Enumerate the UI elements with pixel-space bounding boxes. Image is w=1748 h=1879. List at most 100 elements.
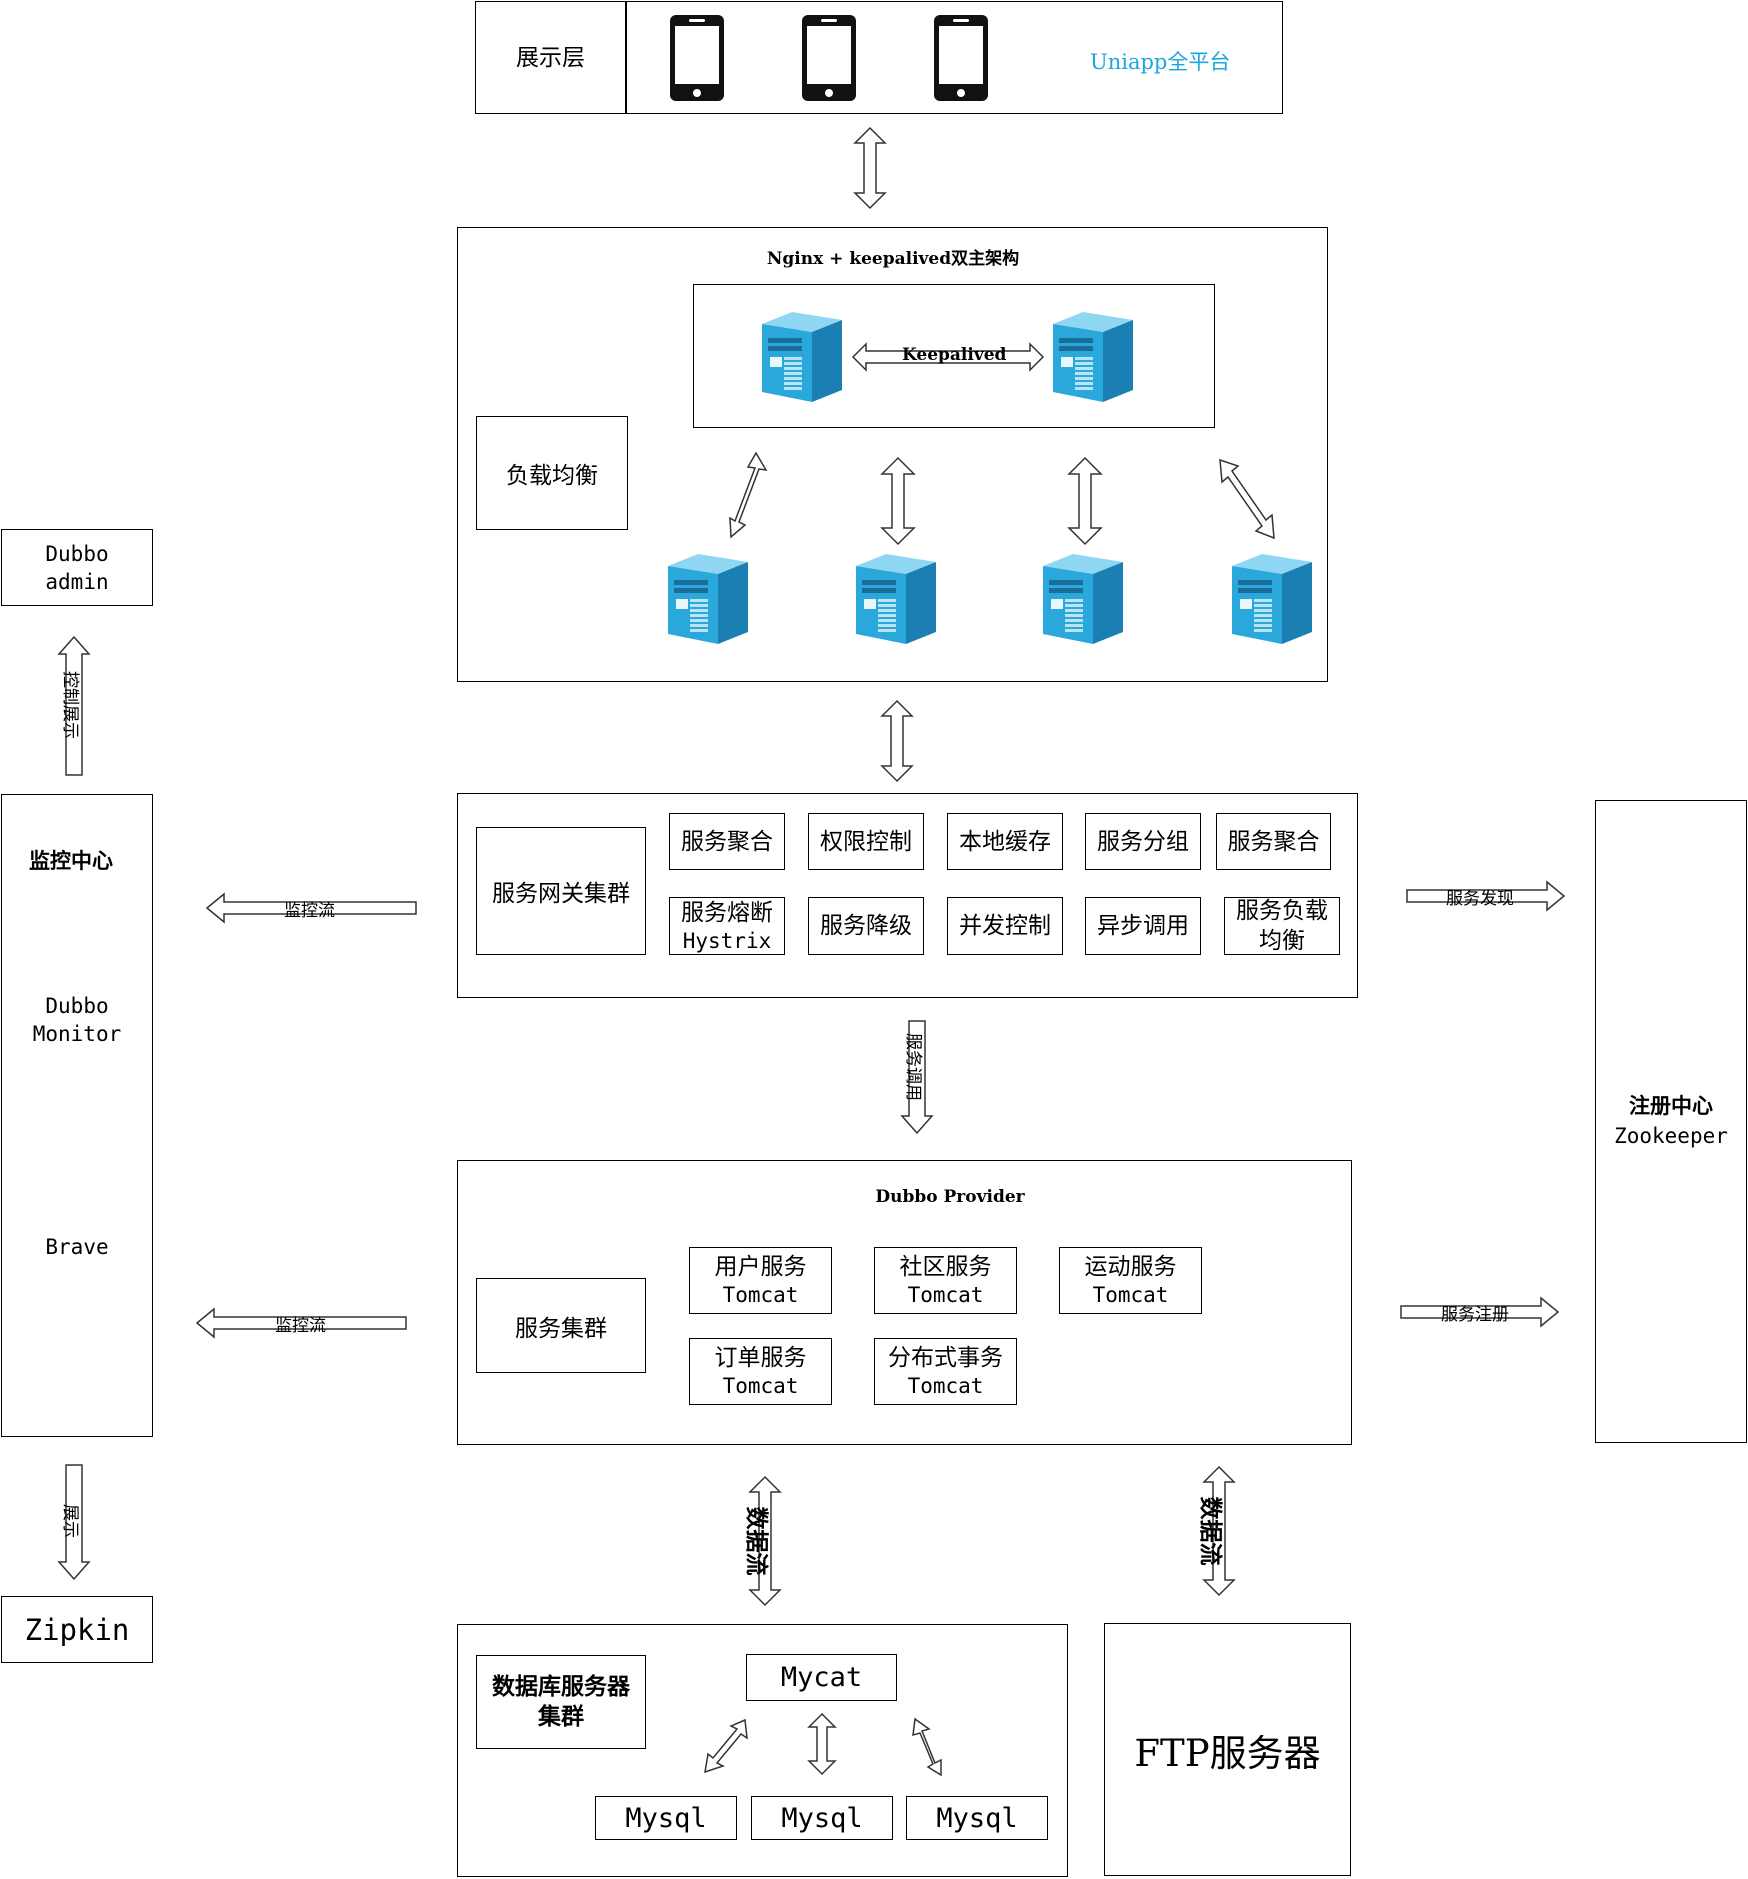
mysql-label: Mysql (936, 1802, 1018, 1834)
registry-line2: Zookeeper (1614, 1124, 1728, 1148)
display-label: 展示 (60, 1504, 80, 1538)
double-arrow-icon (704, 1718, 748, 1774)
monitor-center-title: 监控中心 (29, 848, 113, 873)
cell-sublabel: Hystrix (682, 928, 772, 953)
double-arrow-icon (807, 1712, 837, 1776)
mysql-label: Mysql (625, 1802, 707, 1834)
right-arrow-icon (1406, 880, 1566, 912)
service-cell: 用户服务 Tomcat (689, 1247, 832, 1314)
presentation-divider (625, 1, 627, 114)
monitor-center-box (1, 794, 153, 1437)
cell-label: 并发控制 (959, 913, 1051, 939)
down-arrow-icon (57, 1464, 91, 1581)
server-icon (856, 554, 936, 644)
service-cell: 订单服务 Tomcat (689, 1338, 832, 1405)
phone-icon (933, 14, 989, 102)
gateway-cell: 服务分组 (1085, 813, 1201, 870)
service-name: 用户服务 (714, 1254, 807, 1280)
cell-label: 服务分组 (1097, 828, 1189, 855)
service-discovery-label: 服务发现 (1446, 889, 1514, 909)
database-label-box: 数据库服务器 集群 (476, 1655, 646, 1749)
registry-box (1595, 800, 1747, 1443)
double-arrow-icon (729, 451, 768, 539)
service-registration-label: 服务注册 (1441, 1305, 1509, 1325)
cell-label: 服务熔断 (681, 899, 773, 926)
mysql-box: Mysql (906, 1796, 1048, 1840)
database-label-line2: 集群 (538, 1703, 584, 1730)
dubbo-admin-line2: admin (45, 569, 109, 594)
dubbo-monitor-label: Dubbo Monitor (1, 990, 153, 1050)
phone-icon (801, 14, 857, 102)
service-container: Tomcat (722, 1374, 799, 1398)
gateway-cell: 服务聚合 (1216, 813, 1331, 870)
down-arrow-icon (900, 1020, 934, 1135)
cell-label: 服务负载 (1236, 898, 1328, 924)
gateway-cell: 异步调用 (1085, 897, 1201, 955)
service-call-label: 服务调用 (903, 1033, 923, 1101)
nginx-title: Nginx + keepalived双主架构 (766, 248, 1020, 269)
cell-sublabel: 均衡 (1259, 928, 1305, 954)
zipkin-box: Zipkin (1, 1596, 153, 1663)
presentation-label: 展示层 (516, 45, 585, 71)
control-display-label: 控制展示 (60, 671, 80, 739)
right-arrow-icon (1400, 1296, 1560, 1328)
double-arrow-icon (880, 699, 914, 783)
dubbo-monitor-line1: Dubbo (45, 994, 109, 1018)
load-balance-label: 负载均衡 (476, 416, 628, 530)
service-name: 分布式事务 (888, 1345, 1003, 1371)
left-arrow-icon (195, 1307, 407, 1339)
dubbo-admin-line1: Dubbo (45, 541, 109, 566)
database-label-line1: 数据库服务器 (492, 1673, 630, 1700)
registry-label: 注册中心 Zookeeper (1595, 1088, 1747, 1154)
double-arrow-icon (853, 126, 887, 210)
ftp-server-label: FTP服务器 (1134, 1731, 1321, 1775)
data-flow-label: 数据流 (1197, 1496, 1224, 1566)
server-icon (1232, 554, 1312, 644)
gateway-cell: 服务降级 (808, 897, 924, 955)
mycat-label: Mycat (780, 1662, 863, 1693)
server-icon (1043, 554, 1123, 644)
keepalived-label: Keepalived (902, 345, 1007, 365)
zipkin-label: Zipkin (24, 1612, 130, 1647)
up-arrow-icon (57, 635, 91, 776)
service-container: Tomcat (722, 1283, 799, 1307)
double-arrow-icon (1202, 1465, 1236, 1597)
provider-title: Dubbo Provider (875, 1187, 1025, 1207)
gateway-cell: 并发控制 (947, 897, 1063, 955)
cell-label: 异步调用 (1097, 913, 1189, 939)
presentation-layer (475, 1, 1283, 114)
platform-label: Uniapp全平台 (1090, 50, 1231, 74)
gateway-cell: 本地缓存 (947, 813, 1063, 870)
service-name: 社区服务 (899, 1254, 992, 1280)
mysql-box: Mysql (751, 1796, 893, 1840)
load-balance-text: 负载均衡 (506, 463, 598, 489)
cell-label: 服务聚合 (681, 828, 773, 855)
double-arrow-icon (912, 1717, 942, 1777)
double-arrow-icon (1067, 456, 1103, 546)
ftp-server-box: FTP服务器 (1104, 1623, 1351, 1876)
service-cell: 分布式事务 Tomcat (874, 1338, 1017, 1405)
left-arrow-icon (205, 892, 417, 924)
gateway-title: 服务网关集群 (492, 881, 630, 907)
service-container: Tomcat (1092, 1283, 1169, 1307)
brave-label: Brave (45, 1235, 109, 1259)
double-arrow-icon (851, 342, 1045, 372)
monitor-flow-label: 监控流 (275, 1316, 326, 1336)
registry-line1: 注册中心 (1629, 1093, 1713, 1118)
service-container: Tomcat (907, 1374, 984, 1398)
service-name: 运动服务 (1084, 1254, 1177, 1280)
cell-label: 服务聚合 (1227, 828, 1320, 855)
double-arrow-icon (1219, 458, 1275, 540)
cell-label: 服务降级 (820, 913, 912, 939)
service-cell: 运动服务 Tomcat (1059, 1247, 1202, 1314)
dubbo-monitor-line2: Monitor (32, 1022, 122, 1046)
service-name: 订单服务 (714, 1345, 807, 1371)
gateway-title-box: 服务网关集群 (476, 827, 646, 955)
service-cluster-box: 服务集群 (476, 1278, 646, 1373)
server-icon (762, 312, 842, 402)
gateway-cell: 服务聚合 (669, 813, 785, 870)
cell-label: 权限控制 (820, 828, 912, 855)
mycat-box: Mycat (746, 1654, 897, 1701)
phone-icon (669, 14, 725, 102)
